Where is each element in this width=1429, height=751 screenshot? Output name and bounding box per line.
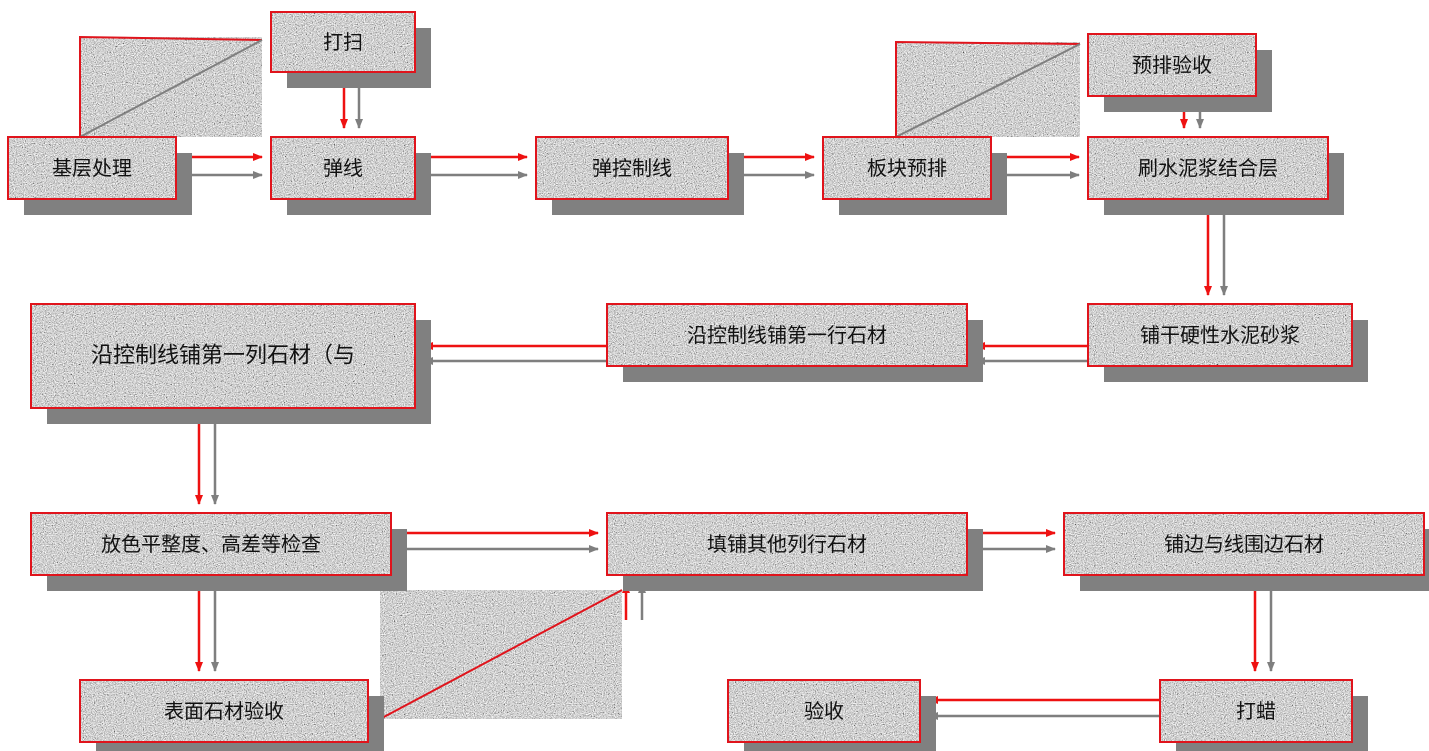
node-border — [822, 136, 992, 200]
process-node-n3: 弹线 — [270, 136, 431, 215]
node-body — [607, 304, 967, 366]
node-body — [728, 680, 920, 742]
node-label: 打扫 — [323, 30, 363, 54]
node-body — [1064, 513, 1424, 575]
node-body — [823, 137, 991, 199]
decor-sail-right — [895, 40, 1081, 138]
process-node-n6: 预排验收 — [1087, 33, 1272, 112]
process-node-n9: 沿控制线铺第一行石材 — [606, 303, 983, 382]
node-border — [7, 136, 177, 200]
node-label: 填铺其他列行石材 — [707, 532, 867, 556]
node-label: 放色平整度、高差等检查 — [101, 532, 321, 556]
process-node-n8: 铺干硬性水泥砂浆 — [1087, 303, 1368, 382]
node-border — [30, 303, 416, 409]
node-body — [607, 513, 967, 575]
node-border — [1087, 136, 1329, 200]
process-node-n7: 刷水泥浆结合层 — [1087, 136, 1344, 215]
process-node-n13: 铺边与线围边石材 — [1063, 512, 1429, 591]
node-border — [1087, 33, 1257, 97]
node-label: 验收 — [804, 699, 844, 723]
node-body — [31, 304, 415, 408]
process-node-n14: 表面石材验收 — [79, 679, 384, 751]
process-node-n16: 验收 — [727, 679, 936, 751]
node-border — [1159, 679, 1353, 743]
node-border — [606, 512, 968, 576]
node-body — [536, 137, 728, 199]
node-label: 铺干硬性水泥砂浆 — [1140, 323, 1300, 347]
node-border — [535, 136, 729, 200]
process-node-n10: 沿控制线铺第一列石材（与 — [30, 303, 431, 424]
node-body — [1088, 137, 1328, 199]
process-node-n1: 基层处理 — [7, 136, 192, 215]
process-node-n15: 打蜡 — [1159, 679, 1368, 751]
node-body — [271, 12, 415, 72]
node-label: 铺边与线围边石材 — [1164, 532, 1324, 556]
node-border — [1087, 303, 1353, 367]
node-label: 打蜡 — [1236, 699, 1276, 723]
node-body — [1160, 680, 1352, 742]
node-label: 弹线 — [323, 156, 363, 180]
node-label: 板块预排 — [867, 156, 947, 180]
node-border — [270, 11, 416, 73]
node-body — [8, 137, 176, 199]
node-border — [270, 136, 416, 200]
process-node-n12: 填铺其他列行石材 — [606, 512, 983, 591]
node-label: 预排验收 — [1132, 53, 1212, 77]
process-node-n2: 打扫 — [270, 11, 431, 88]
node-border — [30, 512, 392, 576]
process-node-n4: 弹控制线 — [535, 136, 744, 215]
node-body — [271, 137, 415, 199]
node-label: 刷水泥浆结合层 — [1138, 156, 1278, 180]
decor-sail-bottom — [379, 589, 623, 720]
node-body — [80, 680, 368, 742]
node-label: 沿控制线铺第一行石材 — [687, 323, 887, 347]
decor-sail-left — [79, 35, 263, 138]
process-nodes: 基层处理打扫弹线弹控制线板块预排预排验收刷水泥浆结合层铺干硬性水泥砂浆沿控制线铺… — [7, 11, 1429, 751]
node-border — [79, 679, 369, 743]
node-border — [606, 303, 968, 367]
node-body — [1088, 34, 1256, 96]
node-border — [727, 679, 921, 743]
process-node-n5: 板块预排 — [822, 136, 1007, 215]
process-node-n11: 放色平整度、高差等检查 — [30, 512, 407, 591]
node-label: 表面石材验收 — [164, 699, 284, 723]
node-label: 基层处理 — [52, 156, 132, 180]
node-border — [1063, 512, 1425, 576]
node-body — [31, 513, 391, 575]
node-body — [1088, 304, 1352, 366]
node-label: 弹控制线 — [592, 156, 672, 180]
node-label: 沿控制线铺第一列石材（与 — [91, 344, 355, 369]
